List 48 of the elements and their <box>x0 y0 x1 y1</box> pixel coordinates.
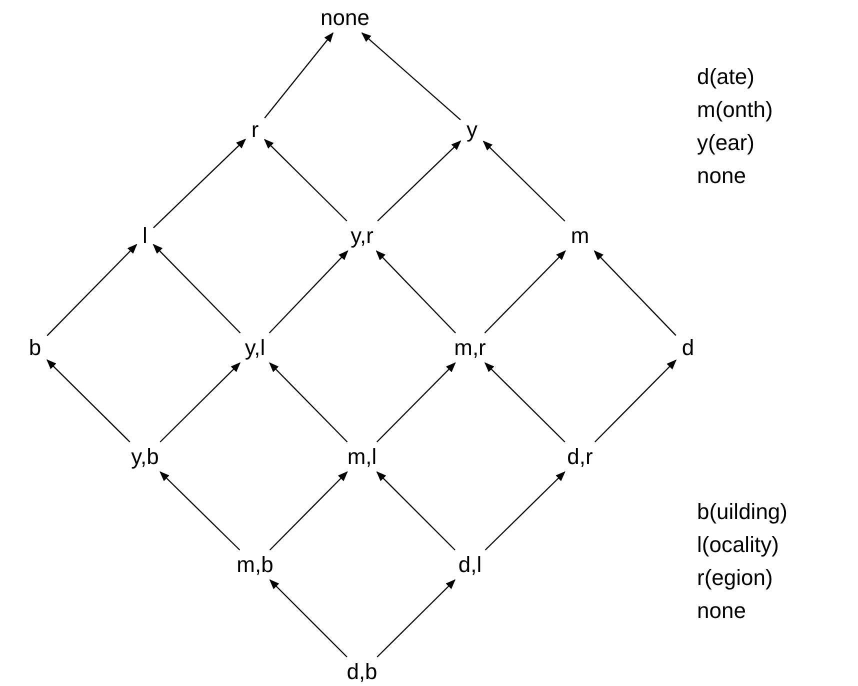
arrow <box>269 579 348 658</box>
legend-text: none <box>697 165 746 187</box>
node-label: y,b <box>131 446 159 468</box>
arrow <box>484 471 566 550</box>
arrow <box>482 140 566 222</box>
legend-text: none <box>697 600 746 622</box>
node-label: y,l <box>244 337 266 359</box>
node-label: y,r <box>350 225 374 247</box>
arrow <box>376 250 456 334</box>
arrow <box>264 138 348 222</box>
node-label: none <box>320 7 370 29</box>
node-label: d,r <box>567 446 593 468</box>
arrow <box>269 471 348 550</box>
arrow <box>152 244 241 334</box>
node-label: m,b <box>236 554 274 576</box>
node-label: l <box>142 225 148 247</box>
legend-text: b(uilding) <box>697 501 788 523</box>
arrow <box>46 359 130 442</box>
node-label: m,r <box>454 337 486 359</box>
legend-text: m(onth) <box>697 99 773 121</box>
arrow <box>264 32 334 118</box>
arrow <box>46 244 138 336</box>
node-label: d,b <box>346 661 378 683</box>
arrow <box>268 250 348 334</box>
arrow <box>377 140 462 222</box>
node-label: d <box>682 337 694 359</box>
node-label: d,l <box>458 554 482 576</box>
arrow <box>484 362 566 442</box>
arrow <box>484 250 566 334</box>
arrow <box>594 360 677 442</box>
legend-text: d(ate) <box>697 66 754 88</box>
arrow <box>376 362 456 442</box>
legend-text: y(ear) <box>697 132 754 154</box>
node-label: y <box>466 119 478 141</box>
arrow <box>160 362 241 442</box>
arrow <box>376 471 456 550</box>
arrow <box>594 250 676 336</box>
arrow <box>160 471 240 550</box>
legend-text: l(ocality) <box>697 534 779 556</box>
arrow <box>376 579 456 658</box>
arrow <box>153 138 246 228</box>
node-label: m <box>570 225 590 247</box>
node-label: r <box>251 119 259 141</box>
arrow <box>361 32 461 120</box>
node-label: b <box>28 337 42 359</box>
legend-text: r(egion) <box>697 567 773 589</box>
arrow <box>269 362 348 442</box>
node-label: m,l <box>347 446 377 468</box>
